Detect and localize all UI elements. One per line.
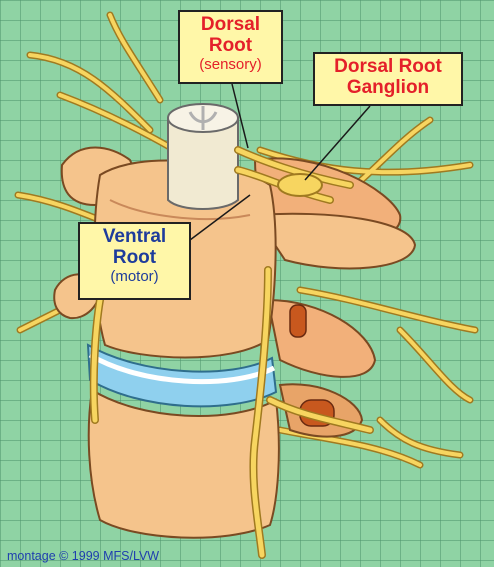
ganglion-line-1: Dorsal Root [315,57,461,78]
ganglion-swelling [278,174,322,196]
dorsal-root-title-1: Dorsal [180,15,281,36]
spinal-cord [168,104,238,209]
dorsal-root-subtitle: (sensory) [180,57,281,74]
dorsal-root-title-2: Root [180,36,281,57]
ganglion-line-2: Ganglion [315,78,461,99]
ventral-root-subtitle: (motor) [80,269,189,286]
dorsal-root-ganglion-label: Dorsal Root Ganglion [313,52,463,106]
ventral-root-title-1: Ventral [80,227,189,248]
ventral-root-title-2: Root [80,248,189,269]
copyright-credit: montage © 1999 MFS/LVW [7,549,159,563]
ventral-root-label: Ventral Root (motor) [78,222,191,300]
dorsal-root-label: Dorsal Root (sensory) [178,10,283,84]
